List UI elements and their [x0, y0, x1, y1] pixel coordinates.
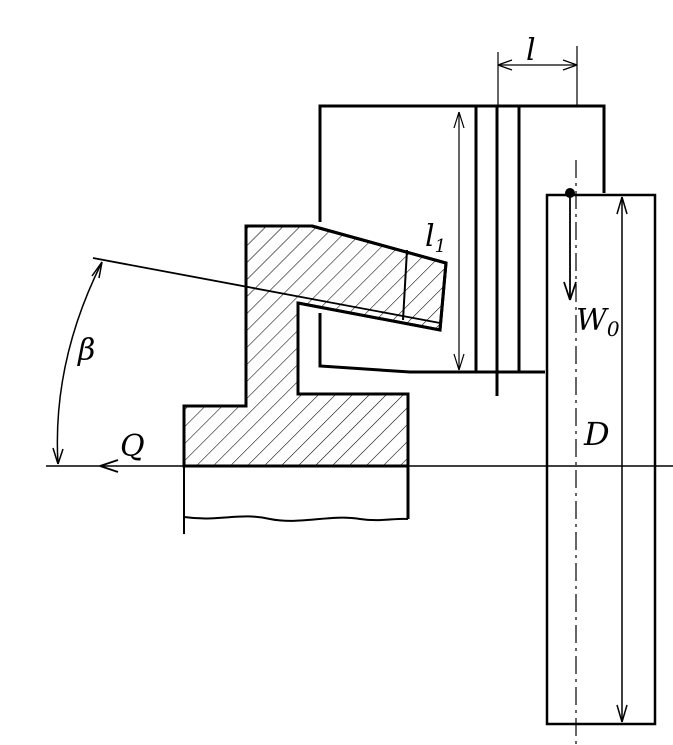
dim-d-arrow-bottom [616, 704, 628, 723]
blade-inner-edge [402, 249, 408, 321]
label-l1-subscript: 1 [435, 236, 446, 257]
label-l: l [526, 33, 536, 68]
beta-arc [56, 261, 103, 465]
w0-contact-point [565, 188, 575, 198]
wheel-body [545, 193, 657, 726]
cutting-line [92, 257, 441, 324]
label-l1: l1 [425, 219, 446, 257]
dim-d-arrow-top [616, 196, 628, 215]
w0-arrowhead [563, 281, 577, 301]
label-beta: β [77, 333, 95, 368]
dim-l1-arrow-bottom [453, 353, 465, 371]
dim-l1-arrow-top [453, 111, 465, 129]
beta-arrow-bottom [52, 447, 64, 465]
dim-l-arrow-left [497, 59, 513, 71]
blade-insert [297, 224, 448, 332]
label-q: Q [120, 429, 145, 464]
label-w0: W0 [576, 303, 620, 341]
dim-l-arrow-right [562, 59, 578, 71]
label-d: D [583, 415, 610, 453]
beta-arrow-top [91, 261, 103, 279]
workpiece-cup [318, 104, 606, 222]
q-arrowhead [99, 459, 119, 473]
label-w0-subscript: 0 [607, 317, 620, 341]
break-line [183, 515, 409, 522]
